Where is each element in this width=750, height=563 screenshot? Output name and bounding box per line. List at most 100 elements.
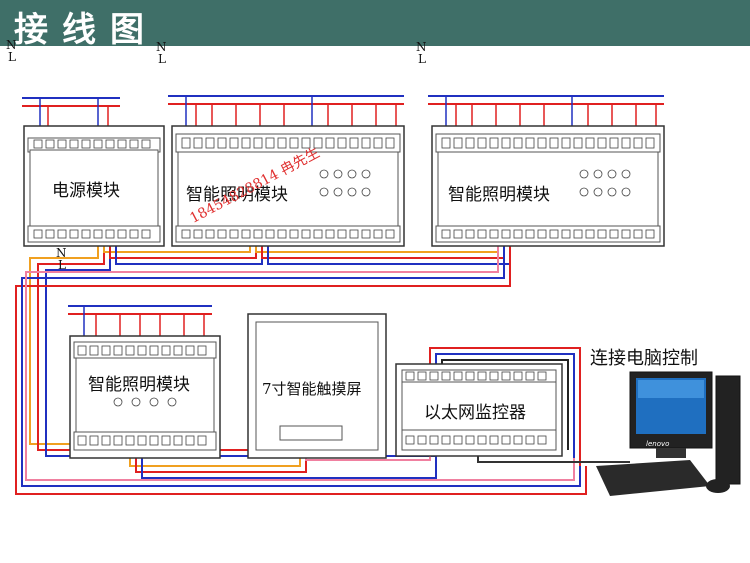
terminal <box>337 137 347 149</box>
terminal <box>57 229 67 239</box>
indicator-light <box>347 169 357 179</box>
terminal <box>465 371 475 381</box>
terminal <box>45 139 55 149</box>
terminal <box>117 139 127 149</box>
terminal <box>525 137 535 149</box>
terminal <box>197 435 207 446</box>
terminal <box>265 137 275 149</box>
terminal <box>149 435 159 446</box>
terminal <box>361 137 371 149</box>
terminal <box>453 229 463 239</box>
terminal <box>33 139 43 149</box>
ethernet-label: 以太网监控器 <box>424 403 526 423</box>
terminal <box>137 345 147 356</box>
terminal <box>57 139 67 149</box>
terminal <box>549 229 559 239</box>
terminal <box>537 371 547 381</box>
indicator-light <box>579 187 589 197</box>
terminal <box>289 137 299 149</box>
terminal <box>361 229 371 239</box>
terminal <box>217 229 227 239</box>
terminal <box>465 137 475 149</box>
terminal <box>513 371 523 381</box>
terminal <box>113 345 123 356</box>
terminal <box>277 229 287 239</box>
terminal <box>113 435 123 446</box>
indicator-light <box>319 169 329 179</box>
terminal <box>129 139 139 149</box>
terminal <box>33 229 43 239</box>
supply-lines <box>22 95 664 315</box>
lighting-module-1-label: 智能照明模块 <box>186 185 288 205</box>
indicator-light <box>361 169 371 179</box>
terminal <box>117 229 127 239</box>
terminal <box>81 229 91 239</box>
terminal <box>105 139 115 149</box>
terminal <box>441 137 451 149</box>
terminal <box>405 371 415 381</box>
lighting-module-2-label: 智能照明模块 <box>448 185 550 205</box>
terminal <box>525 435 535 445</box>
terminal <box>465 229 475 239</box>
terminal <box>173 345 183 356</box>
terminal <box>537 137 547 149</box>
terminal <box>501 371 511 381</box>
touchscreen-label: 7寸智能触摸屏 <box>262 380 362 398</box>
terminal <box>185 345 195 356</box>
terminal <box>289 229 299 239</box>
terminal <box>181 229 191 239</box>
terminal <box>417 435 427 445</box>
terminal <box>429 371 439 381</box>
indicator-light <box>319 187 329 197</box>
header-bar: 接线图 <box>0 0 750 50</box>
supply-l-label-2: L <box>158 52 166 66</box>
terminal <box>453 435 463 445</box>
terminal <box>373 229 383 239</box>
indicator-light <box>607 187 617 197</box>
terminal <box>489 229 499 239</box>
terminal <box>585 137 595 149</box>
terminal <box>513 137 523 149</box>
bus-wires <box>15 236 630 495</box>
terminal <box>501 137 511 149</box>
terminal <box>477 371 487 381</box>
terminal <box>161 345 171 356</box>
terminal <box>313 137 323 149</box>
terminal <box>349 229 359 239</box>
terminal <box>513 435 523 445</box>
indicator-light <box>621 169 631 179</box>
terminal <box>429 435 439 445</box>
terminal <box>241 137 251 149</box>
supply-n-label-3: N <box>416 40 427 54</box>
terminal <box>385 229 395 239</box>
supply-l-label-3: L <box>418 52 426 66</box>
terminal <box>453 371 463 381</box>
terminal <box>173 435 183 446</box>
computer <box>596 371 741 496</box>
terminal <box>525 371 535 381</box>
terminal <box>537 435 547 445</box>
terminal <box>77 345 87 356</box>
indicator-light <box>113 397 123 407</box>
terminal <box>149 345 159 356</box>
terminal <box>489 435 499 445</box>
lighting-module-3-label: 智能照明模块 <box>88 375 190 395</box>
terminal <box>477 229 487 239</box>
pc-control-label: 连接电脑控制 <box>590 348 698 369</box>
touchscreen-box <box>247 313 387 459</box>
terminal <box>441 371 451 381</box>
terminal <box>125 345 135 356</box>
terminal <box>313 229 323 239</box>
indicator-light <box>361 187 371 197</box>
terminal <box>525 229 535 239</box>
terminal <box>69 139 79 149</box>
indicator-light <box>579 169 589 179</box>
terminal <box>105 229 115 239</box>
terminal <box>453 137 463 149</box>
power-module-label: 电源模块 <box>52 181 120 201</box>
terminal <box>93 229 103 239</box>
page-title: 接线图 <box>14 10 158 50</box>
terminal <box>513 229 523 239</box>
indicator-light <box>131 397 141 407</box>
terminal <box>501 229 511 239</box>
